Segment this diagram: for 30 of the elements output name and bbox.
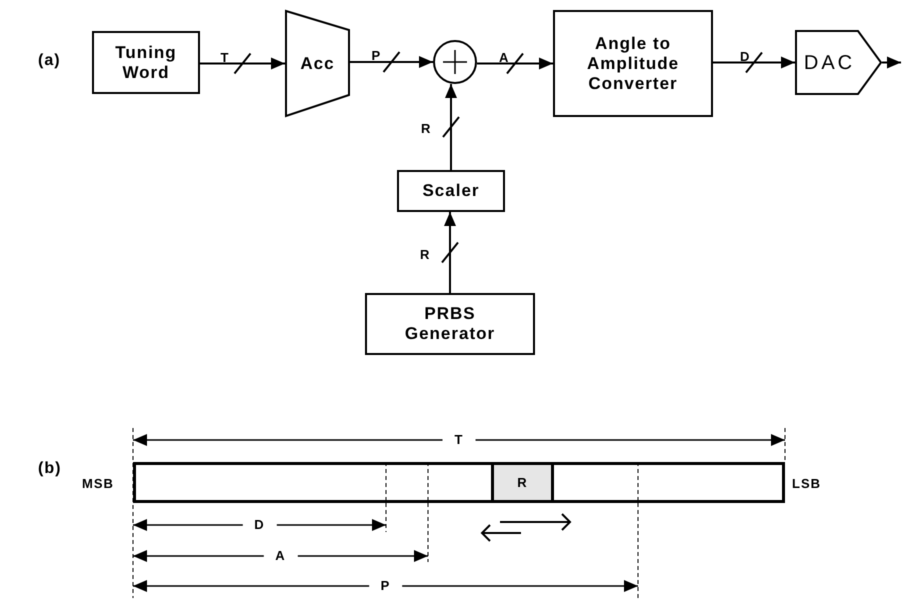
arrow	[882, 56, 901, 68]
process-box: Tuning Word	[92, 31, 200, 94]
bus-arrow	[712, 52, 796, 74]
bit-label: LSB	[792, 476, 821, 491]
accumulator-block: Acc	[285, 10, 350, 117]
process-box: Scaler	[397, 170, 505, 212]
register-bar	[133, 462, 785, 503]
edge-label: A	[499, 50, 510, 64]
process-box: Angle to Amplitude Converter	[553, 10, 713, 117]
bus-arrow	[441, 211, 459, 294]
summing-junction	[433, 40, 477, 84]
edge-label: D	[740, 48, 750, 64]
panel-label: (a)	[38, 52, 61, 70]
bit-label: MSB	[82, 476, 114, 491]
dimension-label: A	[263, 548, 298, 563]
edge-label: T	[220, 50, 230, 64]
edge-label: R	[421, 121, 432, 136]
panel-label: (b)	[38, 460, 62, 478]
bus-arrow	[199, 52, 286, 74]
dimension-label: T	[442, 432, 476, 447]
bus-arrow	[476, 52, 554, 74]
process-box: PRBS Generator	[365, 293, 535, 355]
edge-label: R	[420, 246, 430, 262]
bus-arrow	[349, 51, 434, 73]
dimension-label: D	[242, 517, 277, 532]
dimension-label: P	[368, 578, 402, 593]
converter-block: DAC	[795, 30, 882, 95]
bus-arrow	[442, 83, 460, 171]
edge-label: P	[372, 48, 382, 63]
field-box: R	[491, 462, 554, 503]
